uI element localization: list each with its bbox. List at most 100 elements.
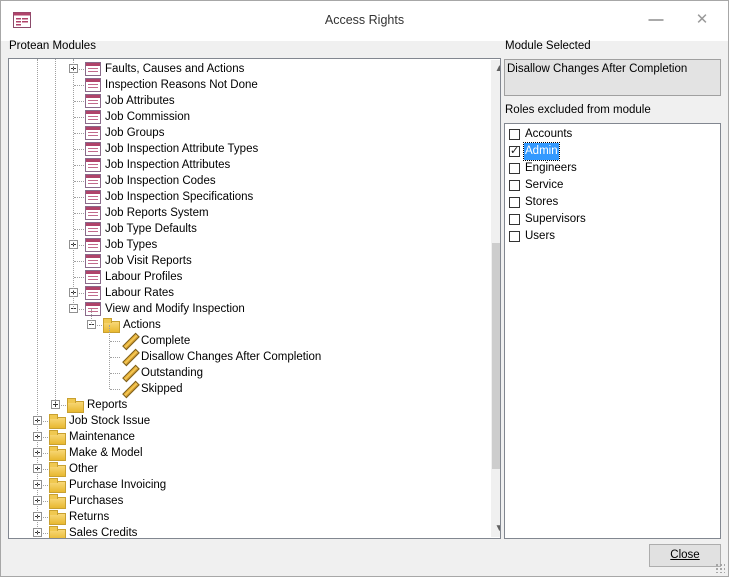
- role-checkbox[interactable]: [509, 231, 520, 242]
- tree-item[interactable]: Disallow Changes After Completion: [9, 349, 489, 365]
- tree-item[interactable]: Make & Model: [9, 445, 489, 461]
- tree-item[interactable]: Labour Profiles: [9, 269, 489, 285]
- tree-item[interactable]: Other: [9, 461, 489, 477]
- tree-item-label: Job Types: [105, 239, 158, 251]
- tree-item[interactable]: Maintenance: [9, 429, 489, 445]
- tree-item[interactable]: Complete: [9, 333, 489, 349]
- tree-guide-line: [38, 421, 48, 422]
- tree-item-label: Job Type Defaults: [105, 223, 197, 235]
- close-button-label: Close: [670, 549, 700, 561]
- form-icon: [85, 254, 101, 268]
- role-checkbox[interactable]: [509, 197, 520, 208]
- tree-guide-line: [38, 485, 48, 486]
- tree-item-label: Job Visit Reports: [105, 255, 192, 267]
- tree-item[interactable]: Reports: [9, 397, 489, 413]
- tree-guide-line: [55, 59, 56, 404]
- form-icon: [85, 62, 101, 76]
- scroll-up-arrow-icon[interactable]: ▲: [491, 60, 500, 77]
- minimize-icon[interactable]: —: [648, 11, 664, 28]
- title-bar[interactable]: Access Rights — ✕: [1, 1, 728, 41]
- tree-guide-line: [74, 133, 84, 134]
- scroll-thumb[interactable]: [492, 243, 500, 469]
- tree-item[interactable]: Job Types: [9, 237, 489, 253]
- tree-item[interactable]: Job Inspection Specifications: [9, 189, 489, 205]
- tree-item[interactable]: Job Inspection Attribute Types: [9, 141, 489, 157]
- tree-item[interactable]: Actions: [9, 317, 489, 333]
- tree-item[interactable]: Job Attributes: [9, 93, 489, 109]
- role-checkbox[interactable]: [509, 163, 520, 174]
- tree-guide-line: [74, 293, 84, 294]
- module-selected-label: Module Selected: [505, 40, 591, 52]
- form-icon: [85, 302, 101, 316]
- app-form-icon: [13, 12, 31, 28]
- folder-icon: [49, 526, 66, 538]
- role-checkbox[interactable]: [509, 143, 520, 160]
- tree-guide-line: [74, 117, 84, 118]
- pencil-icon: [121, 349, 137, 365]
- close-window-icon[interactable]: ✕: [695, 11, 709, 28]
- tree-guide-line: [74, 149, 84, 150]
- tree-guide-line: [38, 501, 48, 502]
- form-icon: [85, 238, 101, 252]
- tree-item[interactable]: Job Inspection Attributes: [9, 157, 489, 173]
- role-item[interactable]: Admin: [507, 142, 707, 161]
- tree-item[interactable]: Returns: [9, 509, 489, 525]
- tree-item[interactable]: Job Stock Issue: [9, 413, 489, 429]
- tree-item-label: Skipped: [141, 383, 183, 395]
- tree-item-label: Disallow Changes After Completion: [141, 351, 322, 363]
- tree-item[interactable]: Inspection Reasons Not Done: [9, 77, 489, 93]
- scroll-down-arrow-icon[interactable]: ▼: [491, 520, 500, 537]
- tree-guide-line: [38, 437, 48, 438]
- tree-item[interactable]: Job Visit Reports: [9, 253, 489, 269]
- tree-guide-line: [110, 389, 120, 390]
- folder-icon: [49, 494, 66, 509]
- resize-grip[interactable]: [715, 563, 725, 573]
- tree-guide-line: [110, 373, 120, 374]
- tree-item-label: Purchases: [69, 495, 124, 507]
- role-checkbox[interactable]: [509, 180, 520, 191]
- folder-icon: [49, 446, 66, 461]
- role-item[interactable]: Service: [507, 177, 707, 194]
- folder-icon: [49, 414, 66, 429]
- tree-item[interactable]: Outstanding: [9, 365, 489, 381]
- role-item[interactable]: Stores: [507, 194, 707, 211]
- tree-guide-line: [74, 229, 84, 230]
- form-icon: [85, 222, 101, 236]
- tree-item[interactable]: Labour Rates: [9, 285, 489, 301]
- form-icon: [85, 78, 101, 92]
- role-item[interactable]: Accounts: [507, 126, 707, 143]
- tree-item[interactable]: View and Modify Inspection: [9, 301, 489, 317]
- tree-guide-line: [38, 453, 48, 454]
- form-icon: [85, 158, 101, 172]
- tree-item[interactable]: Job Inspection Codes: [9, 173, 489, 189]
- tree-guide-line: [109, 325, 110, 389]
- tree-item[interactable]: Job Commission: [9, 109, 489, 125]
- tree-item[interactable]: Purchases: [9, 493, 489, 509]
- tree-item-label: Job Inspection Attribute Types: [105, 143, 259, 155]
- tree-item[interactable]: Job Reports System: [9, 205, 489, 221]
- roles-list[interactable]: AccountsAdminEngineersServiceStoresSuper…: [504, 123, 721, 539]
- role-item[interactable]: Engineers: [507, 160, 707, 177]
- role-checkbox[interactable]: [509, 214, 520, 225]
- tree-guide-line: [74, 69, 84, 70]
- close-button[interactable]: Close: [649, 544, 721, 567]
- tree-item-label: Actions: [123, 319, 161, 331]
- tree-guide-line: [91, 309, 92, 325]
- tree-item[interactable]: Sales Credits: [9, 525, 489, 538]
- pencil-icon: [121, 381, 137, 397]
- tree-item-label: Labour Profiles: [105, 271, 183, 283]
- role-item[interactable]: Supervisors: [507, 211, 707, 228]
- tree-item[interactable]: Skipped: [9, 381, 489, 397]
- tree-item[interactable]: Faults, Causes and Actions: [9, 61, 489, 77]
- tree-guide-line: [74, 261, 84, 262]
- tree-guide-line: [74, 213, 84, 214]
- role-item[interactable]: Users: [507, 228, 707, 245]
- tree-item[interactable]: Job Type Defaults: [9, 221, 489, 237]
- tree-item[interactable]: Purchase Invoicing: [9, 477, 489, 493]
- tree-item[interactable]: Job Groups: [9, 125, 489, 141]
- tree-scrollbar[interactable]: ▲ ▼: [491, 60, 500, 537]
- role-checkbox[interactable]: [509, 129, 520, 140]
- role-label: Admin: [523, 142, 560, 161]
- form-icon: [85, 270, 101, 284]
